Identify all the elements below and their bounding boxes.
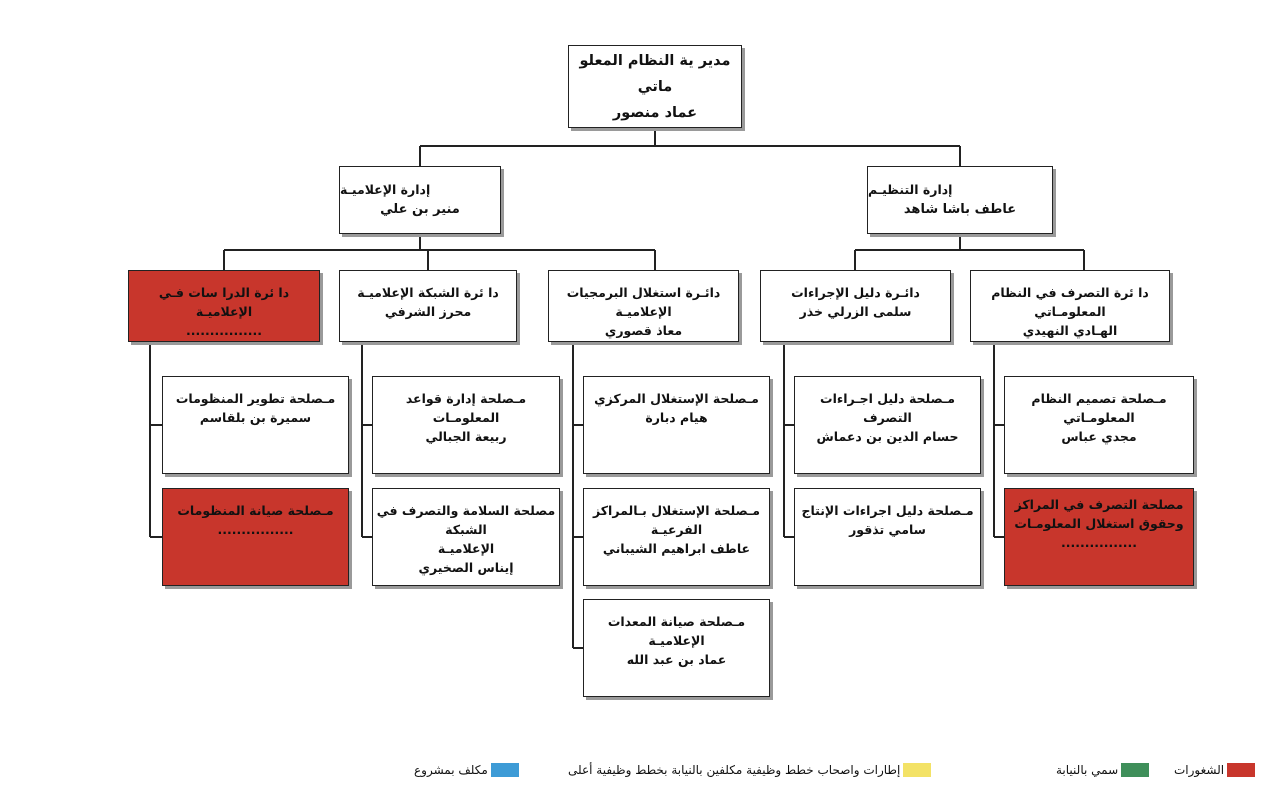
- dept-software-title: دائـرة استغلال البرمجيات الإعلاميـة: [566, 285, 721, 319]
- legend-swatch: [903, 763, 932, 777]
- dept-studies-title: دا ئرة الدرا سات فـي الإعلاميـة: [158, 285, 290, 319]
- dept-system-conduct: دا ئرة التصرف في النظام المعلومـاتي الهـ…: [970, 270, 1170, 342]
- service-network-security: مصلحة السلامة والتصرف في الشبكة الإعلامي…: [372, 488, 560, 586]
- dept-system-conduct-name: الهـادي النهيدي: [1022, 323, 1118, 338]
- service-system-design-title: مـصلحة تصميم النظام المعلومـاتي: [1031, 391, 1167, 425]
- dept-studies-name: ................: [186, 323, 262, 338]
- service-databases-title: مـصلحة إدارة قواعد المعلومـات: [405, 391, 527, 425]
- service-equipment-maintenance: مـصلحة صيانة المعدات الإعلاميـة عماد بن …: [583, 599, 770, 697]
- root-node: مدير ية النظام المعلو ماتي عماد منصور: [568, 45, 742, 128]
- service-network-security-title: مصلحة السلامة والتصرف في الشبكة: [376, 503, 556, 537]
- service-systems-maint-name: ................: [217, 522, 294, 537]
- service-equipment-maintenance-title: مـصلحة صيانة المعدات الإعلاميـة: [607, 614, 746, 648]
- legend-swatch: [490, 763, 519, 777]
- legend-label: الشغورات: [1174, 763, 1225, 777]
- dept-network: دا ئرة الشبكة الإعلاميـة محرز الشرفي: [339, 270, 517, 342]
- service-production-procedures-name: سامي تذقور: [849, 522, 926, 537]
- dept-software-name: معاذ قصوري: [604, 323, 683, 338]
- branch-media: إدارة الإعلاميـة منير بن علي: [339, 166, 501, 234]
- root-name: عماد منصور: [612, 104, 698, 121]
- branch-media-name: منير بن علي: [380, 202, 460, 217]
- legend-item-acting: سمي بالنيابة: [1056, 756, 1150, 784]
- legend-item-higher-duties: إطارات واصحاب خطط وظيفية مكلفين بالنيابة…: [568, 756, 932, 784]
- service-equipment-maintenance-name: عماد بن عبد الله: [626, 652, 727, 667]
- service-system-design-name: مجدي عباس: [1061, 429, 1137, 444]
- dept-software: دائـرة استغلال البرمجيات الإعلاميـة معاذ…: [548, 270, 739, 342]
- service-systems-maint: مـصلحة صيانة المنظومات ................: [162, 488, 349, 586]
- service-databases-name: ربيعة الجبالي: [425, 429, 507, 444]
- service-production-procedures-title: مـصلحة دليل اجراءات الإنتاج: [801, 503, 974, 518]
- service-procedures-conduct-title: مـصلحة دليل اجـراءات التصرف: [820, 391, 955, 425]
- legend-swatch: [1121, 763, 1150, 777]
- service-network-security-name: إيناس الصخيري: [418, 560, 514, 575]
- service-central-exploitation: مـصلحة الإستغلال المركزي هيام دبارة: [583, 376, 770, 474]
- service-centers-conduct: مصلحة التصرف في المراكز وحقوق استغلال ال…: [1004, 488, 1194, 586]
- legend-label: مكلف بمشروع: [414, 763, 488, 777]
- dept-studies: دا ئرة الدرا سات فـي الإعلاميـة ........…: [128, 270, 320, 342]
- branch-organization: إدارة التنظيـم عاطف باشا شاهد: [867, 166, 1053, 234]
- service-procedures-conduct: مـصلحة دليل اجـراءات التصرف حسام الدين ب…: [794, 376, 981, 474]
- dept-network-title: دا ئرة الشبكة الإعلاميـة: [357, 285, 499, 300]
- service-procedures-conduct-name: حسام الدين بن دعماش: [816, 429, 959, 444]
- service-systems-dev-title: مـصلحة تطوير المنظومات: [175, 391, 336, 406]
- service-systems-dev: مـصلحة تطوير المنظومات سميرة بن بلقاسم: [162, 376, 349, 474]
- service-central-exploitation-name: هيام دبارة: [645, 410, 708, 425]
- service-central-exploitation-title: مـصلحة الإستغلال المركزي: [594, 391, 759, 406]
- service-system-design: مـصلحة تصميم النظام المعلومـاتي مجدي عبا…: [1004, 376, 1194, 474]
- service-centers-conduct-name: ................: [1061, 535, 1137, 550]
- service-systems-dev-name: سميرة بن بلقاسم: [199, 410, 312, 425]
- service-production-procedures: مـصلحة دليل اجراءات الإنتاج سامي تذقور: [794, 488, 981, 586]
- dept-procedures-guide: دائـرة دليل الإجراءات سلمى الزرلي خذر: [760, 270, 951, 342]
- dept-procedures-guide-title: دائـرة دليل الإجراءات: [791, 285, 920, 300]
- legend-item-project: مكلف بمشروع: [414, 756, 519, 784]
- dept-system-conduct-title: دا ئرة التصرف في النظام المعلومـاتي: [991, 285, 1149, 319]
- service-branch-exploitation-name: عاطف ابراهيم الشيباني: [602, 541, 751, 556]
- legend-swatch: [1227, 763, 1256, 777]
- branch-media-title: إدارة الإعلاميـة: [340, 182, 431, 197]
- service-databases: مـصلحة إدارة قواعد المعلومـات ربيعة الجب…: [372, 376, 560, 474]
- service-network-security-line2: الإعلاميـة: [437, 541, 495, 556]
- dept-procedures-guide-name: سلمى الزرلي خذر: [799, 304, 912, 319]
- service-branch-exploitation-title: مـصلحة الإستغلال بـالمراكز الفرعيـة: [593, 503, 760, 537]
- service-centers-conduct-title: مصلحة التصرف في المراكز: [1014, 497, 1184, 512]
- root-title: مدير ية النظام المعلو ماتي: [579, 52, 731, 95]
- service-systems-maint-title: مـصلحة صيانة المنظومات: [177, 503, 334, 518]
- dept-network-name: محرز الشرفي: [384, 304, 472, 319]
- legend-label: سمي بالنيابة: [1056, 763, 1119, 777]
- branch-organization-title: إدارة التنظيـم: [868, 182, 953, 197]
- branch-organization-name: عاطف باشا شاهد: [903, 202, 1017, 217]
- legend-label: إطارات واصحاب خطط وظيفية مكلفين بالنيابة…: [568, 763, 901, 777]
- legend-item-vacancies: الشغورات: [1174, 756, 1256, 784]
- service-centers-conduct-line2: وحقوق استغلال المعلومـات: [1014, 516, 1184, 531]
- service-branch-exploitation: مـصلحة الإستغلال بـالمراكز الفرعيـة عاطف…: [583, 488, 770, 586]
